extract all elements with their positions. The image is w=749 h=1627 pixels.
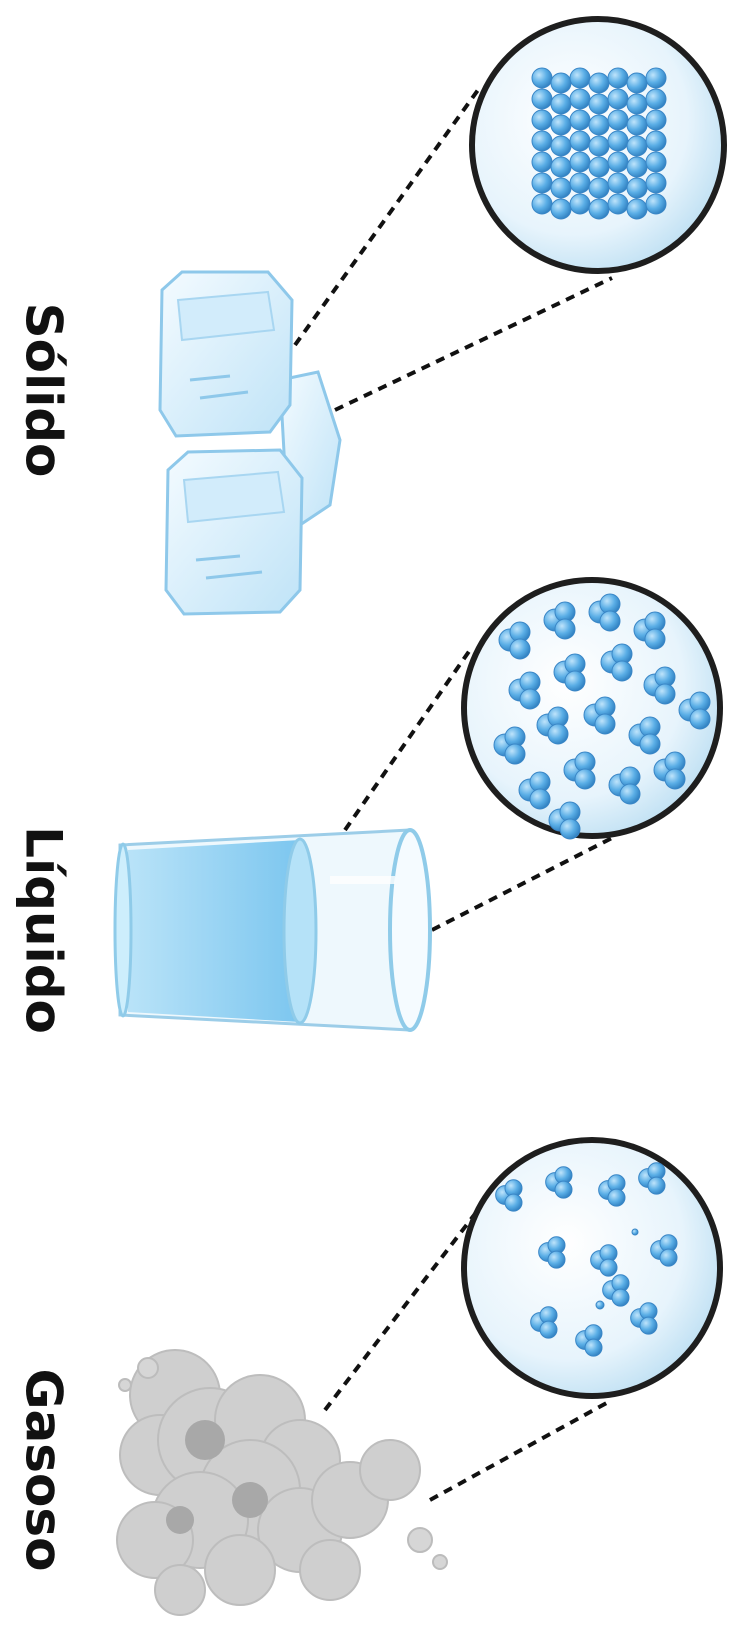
molecule [627, 157, 647, 177]
molecule [612, 661, 632, 681]
molecule [608, 1189, 625, 1206]
molecule [570, 194, 590, 214]
molecule [627, 199, 647, 219]
molecule [565, 671, 585, 691]
molecule [646, 152, 666, 172]
label-gas: Gasoso [15, 1368, 73, 1571]
molecule [640, 734, 660, 754]
molecule [596, 1301, 604, 1309]
molecule [627, 94, 647, 114]
molecule [551, 178, 571, 198]
liquid-molecules-lens [464, 580, 720, 839]
molecule [589, 157, 609, 177]
molecule [608, 89, 628, 109]
molecule [600, 611, 620, 631]
molecule [530, 789, 550, 809]
molecule [600, 1259, 617, 1276]
molecule [589, 136, 609, 156]
molecule [551, 199, 571, 219]
molecule [589, 94, 609, 114]
molecule [551, 157, 571, 177]
molecule [570, 68, 590, 88]
molecule [627, 115, 647, 135]
molecule [589, 73, 609, 93]
molecule [505, 744, 525, 764]
molecule [532, 152, 552, 172]
gas-molecules-lens [464, 1140, 720, 1396]
molecule [532, 173, 552, 193]
molecule [505, 1194, 522, 1211]
molecule [612, 1289, 629, 1306]
molecule [540, 1321, 557, 1338]
molecule [595, 714, 615, 734]
molecule [646, 68, 666, 88]
molecule [510, 639, 530, 659]
molecule [532, 89, 552, 109]
molecule [551, 94, 571, 114]
molecule [627, 136, 647, 156]
molecule [608, 173, 628, 193]
molecule [627, 178, 647, 198]
molecule [532, 131, 552, 151]
molecule [620, 784, 640, 804]
molecule [589, 115, 609, 135]
molecule [555, 619, 575, 639]
label-solid: Sólido [15, 303, 73, 478]
molecule [589, 178, 609, 198]
molecule [551, 73, 571, 93]
molecule [648, 1177, 665, 1194]
molecule [655, 684, 675, 704]
molecule [570, 89, 590, 109]
molecule [532, 194, 552, 214]
label-liquid: Líquido [15, 826, 73, 1034]
molecule [646, 131, 666, 151]
molecule [645, 629, 665, 649]
molecule [665, 769, 685, 789]
molecule [570, 173, 590, 193]
molecule [608, 110, 628, 130]
molecule [589, 199, 609, 219]
solid-molecules-lens [472, 19, 724, 271]
molecule [551, 136, 571, 156]
molecule [632, 1229, 638, 1235]
molecule [555, 1181, 572, 1198]
molecule [646, 89, 666, 109]
molecule [646, 110, 666, 130]
molecule [608, 194, 628, 214]
molecule [532, 110, 552, 130]
molecule [660, 1249, 677, 1266]
molecule [627, 73, 647, 93]
molecule [690, 709, 710, 729]
molecule [551, 115, 571, 135]
molecule [548, 724, 568, 744]
molecule [520, 689, 540, 709]
molecule [608, 68, 628, 88]
molecule [575, 769, 595, 789]
molecule [640, 1317, 657, 1334]
molecule [608, 152, 628, 172]
molecule [646, 173, 666, 193]
molecule [560, 819, 580, 839]
molecule [646, 194, 666, 214]
molecule [570, 152, 590, 172]
molecule [570, 131, 590, 151]
molecule [532, 68, 552, 88]
molecule [548, 1251, 565, 1268]
molecule [608, 131, 628, 151]
molecule [585, 1339, 602, 1356]
molecule [570, 110, 590, 130]
